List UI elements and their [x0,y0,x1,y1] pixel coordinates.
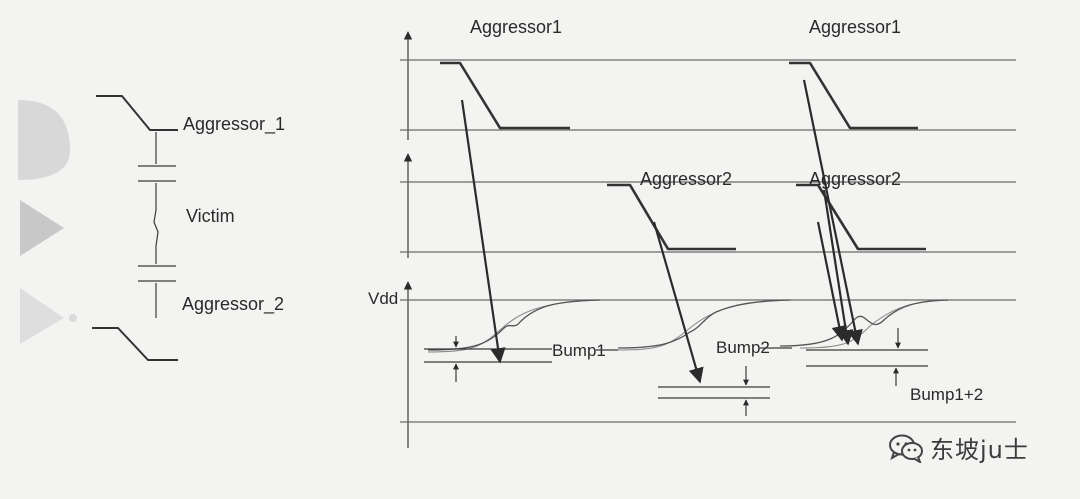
aggressor2-edge-a [607,183,736,251]
bump12-label: Bump1+2 [910,385,983,404]
coupling-arrows [460,79,863,384]
bump2-label: Bump2 [716,338,770,357]
victim-bump-1 [427,299,601,351]
victim-bump-3 [779,299,949,347]
aggressor1-label-b: Aggressor1 [809,17,901,37]
arrow-aggressor2-to-bump12-b [816,221,847,342]
vdd-label: Vdd [368,289,398,308]
watermark-text: 东坡ju士 [930,436,1029,464]
victim-bump-2 [617,299,791,349]
aggressor-2-waveform [92,327,178,361]
aggressor1-edge-a [440,61,570,130]
bump1-label: Bump1 [552,341,606,360]
faded-background-shapes [18,100,77,344]
victim-panel: Vdd Bump1 Bump2 Bump1+2 [368,281,1016,448]
aggressor-2-label: Aggressor_2 [182,294,284,315]
coupling-schematic: Aggressor_1 Victim Aggressor_2 [92,95,285,361]
victim-label: Victim [186,206,235,226]
aggressor2-panel: Aggressor2 Aggressor2 [400,153,1016,258]
aggressor-1-label: Aggressor_1 [183,114,285,135]
arrow-aggressor1-to-bump12 [802,79,863,346]
aggressor1-label-a: Aggressor1 [470,17,562,37]
arrow-aggressor1-to-bump1 [460,99,506,364]
aggressor2-edge-b [796,183,926,251]
wechat-icon [889,434,923,463]
aggressor1-edge-b [789,61,918,130]
aggressor-1-waveform [96,95,178,131]
arrow-aggressor2-to-bump12 [822,189,854,346]
aggressor2-label-b: Aggressor2 [809,169,901,189]
watermark: 东坡ju士 [888,430,1029,465]
victim-wire [153,183,159,264]
arrow-aggressor2-to-bump2 [652,221,704,384]
aggressor2-label-a: Aggressor2 [640,169,732,189]
aggressor1-panel: Aggressor1 Aggressor1 [400,17,1016,140]
